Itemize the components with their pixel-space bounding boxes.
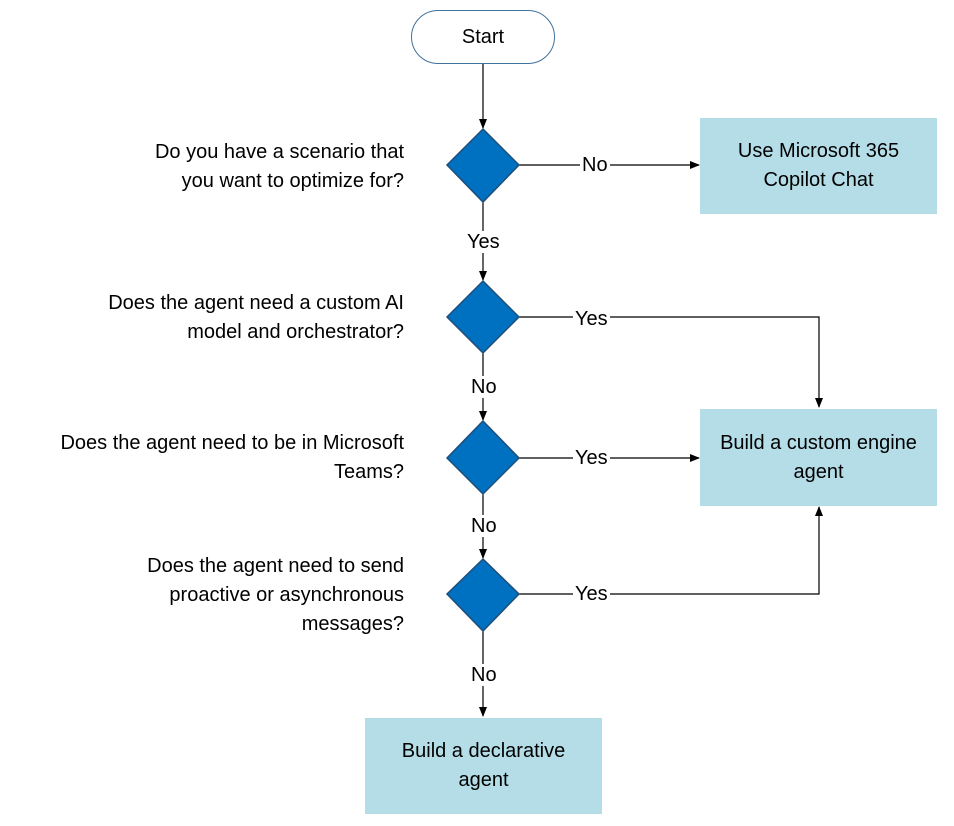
start-label: Start xyxy=(461,25,505,48)
question-custom-model: Does the agent need a custom AI model an… xyxy=(108,289,404,347)
question-teams: Does the agent need to be in Microsoft T… xyxy=(60,429,404,487)
edge-label-q1-yes: Yes xyxy=(465,231,502,253)
decision-diamond-proactive xyxy=(445,557,521,633)
outcome-declarative-line1: Build a declarative xyxy=(401,740,566,762)
edge-label-q4-yes: Yes xyxy=(573,583,610,605)
question-proactive-line1: Does the agent need to send xyxy=(147,555,404,577)
question-custom-model-line2: model and orchestrator? xyxy=(187,321,404,343)
start-terminator: Start xyxy=(411,10,555,64)
edge-label-q4-no: No xyxy=(469,664,499,686)
outcome-copilot-chat-line1: Use Microsoft 365 xyxy=(737,140,900,162)
question-scenario-line1: Do you have a scenario that xyxy=(154,141,404,163)
decision-diamond-custom-model xyxy=(445,279,521,355)
edge-label-q1-no: No xyxy=(580,154,610,176)
question-proactive-line3: messages? xyxy=(301,613,404,635)
outcome-custom-engine-agent: Build a custom engine agent xyxy=(700,409,937,506)
question-teams-line1: Does the agent need to be in Microsoft xyxy=(60,432,404,454)
edge-label-q2-no: No xyxy=(469,376,499,398)
edge-label-q3-no: No xyxy=(469,515,499,537)
outcome-copilot-chat-line2: Copilot Chat xyxy=(763,169,874,191)
connector-q4-yes xyxy=(519,506,823,595)
edge-label-q2-yes: Yes xyxy=(573,308,610,330)
question-custom-model-line1: Does the agent need a custom AI xyxy=(108,292,404,314)
connector-q2-yes xyxy=(519,316,823,408)
decision-diamond-scenario xyxy=(445,127,521,204)
outcome-custom-engine-line2: agent xyxy=(793,460,844,483)
question-scenario: Do you have a scenario that you want to … xyxy=(155,138,404,196)
question-proactive: Does the agent need to send proactive or… xyxy=(147,552,404,639)
outcome-custom-engine-line1: Build a custom engine xyxy=(720,431,917,454)
outcome-copilot-chat: Use Microsoft 365 Copilot Chat xyxy=(700,118,937,214)
edge-label-q3-yes: Yes xyxy=(573,447,610,469)
question-scenario-line2: you want to optimize for? xyxy=(181,170,404,192)
outcome-declarative-agent: Build a declarative agent xyxy=(365,718,602,814)
question-teams-line2: Teams? xyxy=(333,461,404,483)
outcome-declarative-line2: agent xyxy=(458,769,509,791)
question-proactive-line2: proactive or asynchronous xyxy=(169,584,404,606)
decision-diamond-teams xyxy=(445,419,521,496)
